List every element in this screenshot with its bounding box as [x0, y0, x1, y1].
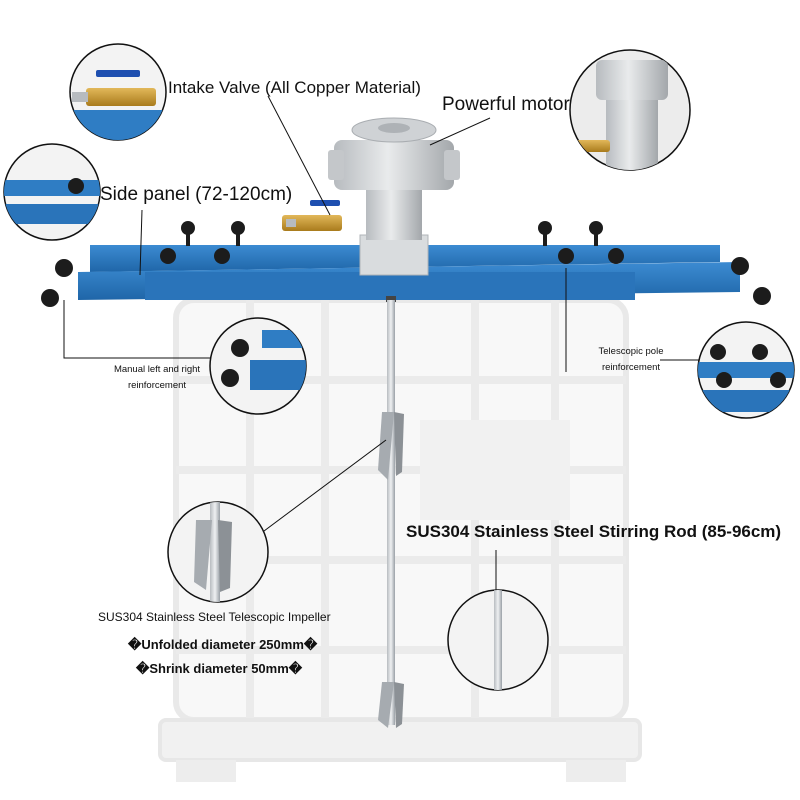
- impeller-label: SUS304 Stainless Steel Telescopic Impell…: [98, 610, 331, 624]
- callout-side-panel: [3, 143, 101, 241]
- callout-intake-valve: [69, 43, 167, 141]
- stirring-rod: [378, 296, 404, 728]
- callout-stirring-rod: [447, 589, 549, 691]
- stirring-rod-label: SUS304 Stainless Steel Stirring Rod (85-…: [406, 522, 782, 541]
- callout-telescopic-reinforcement: [697, 321, 795, 419]
- telescopic-reinforcement-label: Telescopic pole reinforcement: [594, 344, 668, 376]
- manual-reinforcement-line2: reinforcement: [127, 380, 187, 391]
- telescopic-reinforcement-line2: reinforcement: [601, 362, 661, 373]
- side-panel-label: Side panel (72-120cm): [100, 184, 293, 205]
- side-panel-frame: [41, 221, 771, 307]
- unfolded-diameter-label: �Unfolded diameter 250mm�: [128, 637, 318, 652]
- air-motor: [328, 117, 460, 276]
- knob-icons: [41, 221, 771, 307]
- shrink-diameter-label: �Shrink diameter 50mm�: [136, 661, 303, 676]
- manual-reinforcement-label: Manual left and right reinforcement: [92, 362, 222, 394]
- manual-reinforcement-line1: Manual left and right: [113, 364, 201, 375]
- leader-lines: [63, 95, 700, 590]
- callout-impeller: [167, 501, 269, 603]
- callout-motor: [569, 49, 691, 171]
- telescopic-reinforcement-line1: Telescopic pole: [598, 346, 664, 357]
- intake-valve-label: Intake Valve (All Copper Material): [168, 78, 421, 97]
- motor-label: Powerful motor: [442, 94, 570, 115]
- intake-valve-on-motor: [282, 200, 342, 231]
- callout-manual-reinforcement: [209, 317, 307, 415]
